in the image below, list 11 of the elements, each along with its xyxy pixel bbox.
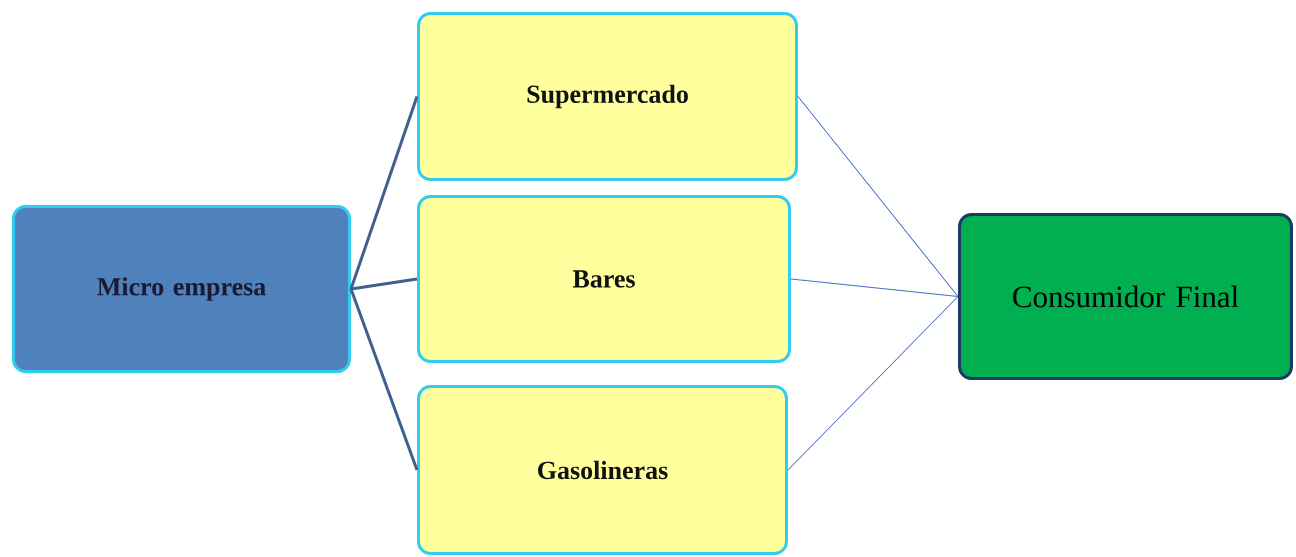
connector-line — [797, 96, 959, 297]
connector-line — [349, 288, 419, 471]
process-box: Gasolineras — [417, 385, 788, 555]
connector-line — [350, 277, 418, 291]
connector-line — [790, 278, 959, 297]
process-box: Supermercado — [417, 12, 798, 181]
connector-line — [349, 96, 419, 290]
process-box: Micro empresa — [12, 205, 351, 373]
process-box: Consumidor Final — [958, 213, 1293, 380]
connector-line — [787, 296, 959, 471]
process-box: Bares — [417, 195, 791, 363]
